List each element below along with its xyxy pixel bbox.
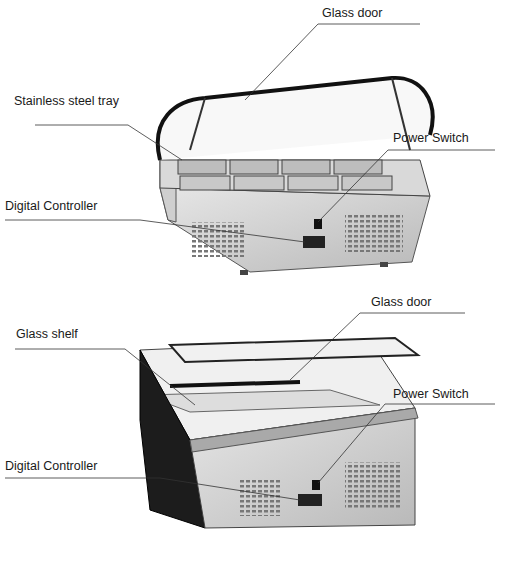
leader-line (245, 24, 420, 100)
steel-tray (334, 160, 382, 174)
steel-tray (234, 176, 284, 190)
part-label: Power Switch (393, 387, 469, 401)
power-switch (314, 219, 322, 229)
glass-top (170, 338, 418, 362)
digital-controller (303, 236, 325, 248)
glass-lid (158, 78, 433, 160)
digital-controller (298, 494, 322, 506)
part-label: Glass door (322, 6, 382, 20)
leader-line (5, 220, 305, 242)
steel-tray (282, 160, 330, 174)
cabinet-top (160, 160, 430, 196)
steel-tray (230, 160, 278, 174)
leader-line (318, 150, 495, 222)
vent-grille (240, 478, 280, 516)
vent-grille (345, 214, 403, 252)
steel-tray (180, 176, 230, 190)
lid-strut (190, 98, 205, 150)
steel-tray (288, 176, 338, 190)
leader-line (318, 404, 495, 483)
foot (380, 262, 388, 267)
leader-line (5, 478, 300, 500)
vent-grille (345, 462, 400, 510)
door-handle (170, 382, 300, 386)
cabinet-front (160, 188, 430, 272)
foot (240, 270, 248, 275)
part-label: Glass door (371, 295, 431, 309)
part-label: Power Switch (393, 131, 469, 145)
steel-tray (178, 160, 226, 174)
leader-line (35, 125, 182, 160)
steel-tray (342, 176, 392, 190)
display-well (190, 408, 418, 452)
part-label: Glass shelf (16, 327, 78, 341)
part-label: Digital Controller (5, 199, 97, 213)
vent-grille (190, 222, 245, 257)
leader-line (15, 349, 195, 405)
part-label: Stainless steel tray (14, 94, 119, 108)
leader-line (290, 313, 465, 380)
part-label: Digital Controller (5, 459, 97, 473)
